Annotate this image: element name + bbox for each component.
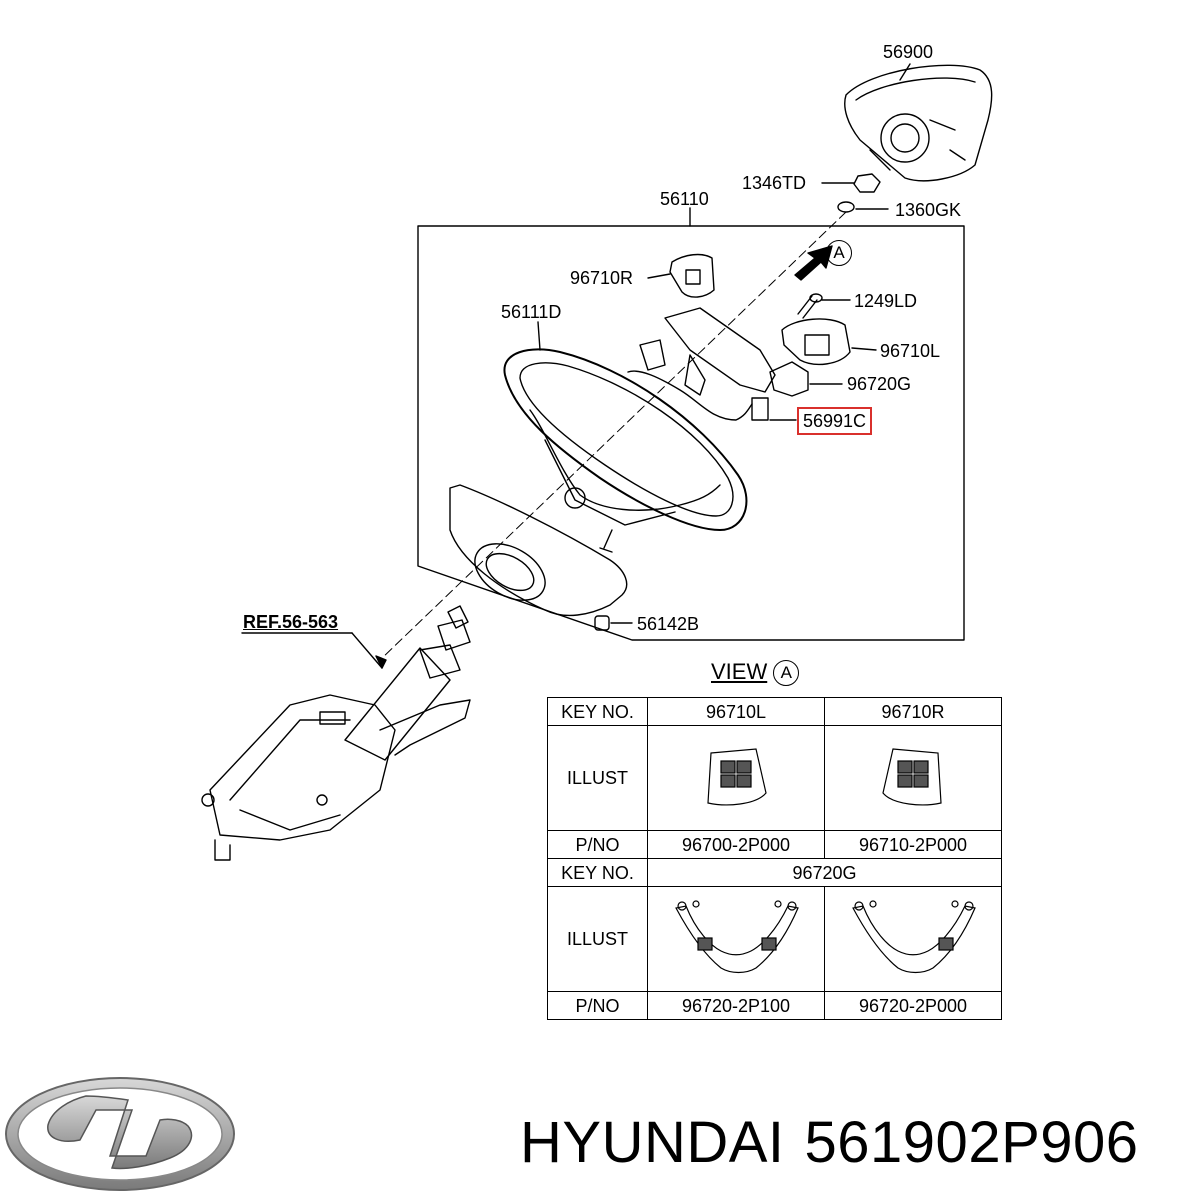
label-96710l: 96710L (880, 341, 941, 361)
brand-name: HYUNDAI (520, 1110, 785, 1175)
cap-56142b (594, 615, 610, 631)
steering-column (201, 605, 471, 861)
switch-cover-96710r (669, 253, 715, 298)
table-row: P/NO 96700-2P000 96710-2P000 (547, 830, 1002, 859)
label-56110: 56110 (660, 189, 709, 209)
table-row: ILLUST (547, 886, 1002, 992)
table-cell-key-96720g: 96720G (647, 858, 1002, 887)
table-cell-pno: P/NO (547, 830, 648, 859)
view-a-title-text: VIEW (711, 658, 768, 684)
table-cell-key-96710l: 96710L (647, 697, 825, 726)
label-1346td: 1346TD (742, 173, 807, 193)
table-row: KEY NO. 96720G (547, 858, 1002, 887)
part-number: 561902P906 (804, 1110, 1139, 1175)
view-a-title-marker: A (773, 660, 800, 686)
airbag-module (844, 64, 993, 182)
table-row: P/NO 96720-2P100 96720-2P000 (547, 991, 1002, 1020)
brand-title: HYUNDAI 561902P906 (520, 1108, 1139, 1178)
table-row: KEY NO. 96710L 96710R (547, 697, 1002, 726)
washer-1360gk (837, 201, 855, 213)
table-row: ILLUST (547, 725, 1002, 831)
table-cell-pno-96700-2p000: 96700-2P000 (647, 830, 825, 859)
table-cell-key-no: KEY NO. (547, 697, 648, 726)
table-cell-pno-96710-2p000: 96710-2P000 (824, 830, 1002, 859)
table-cell-illust-96720-2p000 (824, 886, 1002, 992)
bracket-illustration-b (852, 900, 976, 974)
table-cell-illust: ILLUST (547, 725, 648, 831)
switch-illustration-right (882, 748, 942, 806)
table-cell-key-no: KEY NO. (547, 858, 648, 887)
table-cell-illust-96710r (824, 725, 1002, 831)
switch-bracket (639, 307, 776, 396)
table-cell-pno-96720-2p100: 96720-2P100 (647, 991, 825, 1020)
label-56900: 56900 (883, 42, 934, 62)
bracket-illustration-a (675, 900, 799, 974)
table-cell-pno: P/NO (547, 991, 648, 1020)
bracket-96720g (769, 361, 809, 397)
label-1249ld: 1249LD (854, 291, 918, 311)
label-ref-56-563: REF.56-563 (243, 612, 339, 632)
label-56991c-highlighted[interactable]: 56991C (796, 407, 873, 435)
wiring-harness-56991c (627, 370, 769, 421)
screw-1249ld (797, 293, 823, 319)
assembly-frame (417, 225, 965, 641)
table-cell-key-96710r: 96710R (824, 697, 1002, 726)
label-96720g: 96720G (847, 374, 912, 394)
steering-wheel-56111d (503, 348, 748, 531)
parts-table: KEY NO. 96710L 96710R ILLUST (547, 697, 1002, 1020)
table-cell-pno-96720-2p000: 96720-2P000 (824, 991, 1002, 1020)
switch-illustration-left (707, 748, 767, 806)
label-96710r: 96710R (570, 268, 634, 288)
label-56142b: 56142B (637, 614, 700, 634)
label-56111d: 56111D (501, 302, 562, 322)
table-cell-illust-96710l (647, 725, 825, 831)
nut-1346td (853, 173, 881, 193)
view-a-marker: A (826, 240, 852, 266)
table-cell-illust-96720-2p100 (647, 886, 825, 992)
hyundai-logo-icon (5, 1077, 235, 1191)
label-1360gk: 1360GK (895, 200, 962, 220)
table-cell-illust: ILLUST (547, 886, 648, 992)
lower-cover (449, 484, 628, 617)
switch-96710l (781, 318, 851, 366)
